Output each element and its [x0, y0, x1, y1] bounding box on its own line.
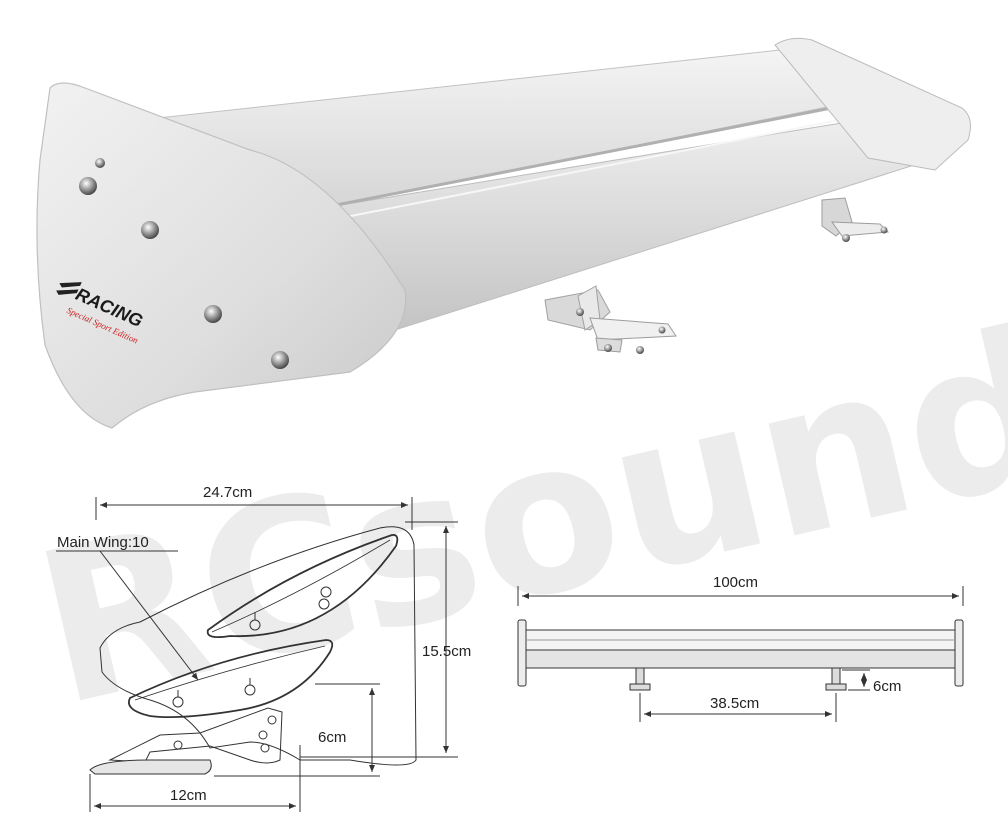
front-view-dimensions	[517, 586, 964, 722]
side-view-drawing	[89, 526, 417, 775]
endplate-bolt-icon	[95, 158, 105, 168]
mount-spacing-label: 38.5cm	[710, 695, 759, 712]
right-endplate	[774, 37, 971, 171]
side-lower-element	[128, 639, 334, 719]
span-dimension-label: 100cm	[713, 574, 758, 591]
front-left-leg	[635, 667, 645, 685]
side-mount-base	[89, 759, 212, 775]
left-endplate	[36, 82, 407, 429]
front-lower-wing	[525, 649, 956, 669]
front-left-endplate	[517, 619, 527, 687]
mount-height-label: 6cm	[318, 729, 346, 746]
endplate-bolt-icon	[204, 305, 222, 323]
endplate-bolt-icon	[271, 351, 289, 369]
height-dimension-label: 15.5cm	[422, 643, 471, 660]
endplate-bolt-icon	[79, 177, 97, 195]
base-width-label: 12cm	[170, 787, 207, 804]
side-endplate-outline	[99, 526, 417, 766]
product-rendering: RACING Special Sport Edition	[36, 37, 971, 429]
width-dimension-label: 24.7cm	[203, 484, 252, 501]
endplate-bolt-icon	[141, 221, 159, 239]
front-view-drawing	[517, 619, 964, 691]
front-right-endplate	[954, 619, 964, 687]
side-view-dimensions	[56, 497, 458, 812]
leg-height-label: 6cm	[873, 678, 901, 695]
side-mount-bracket	[108, 707, 283, 764]
side-upper-element	[206, 534, 399, 639]
main-wing-callout: Main Wing:10	[57, 534, 149, 551]
rear-mount-bracket	[821, 197, 890, 242]
front-mount-bracket	[544, 285, 677, 354]
front-right-leg	[831, 667, 841, 685]
